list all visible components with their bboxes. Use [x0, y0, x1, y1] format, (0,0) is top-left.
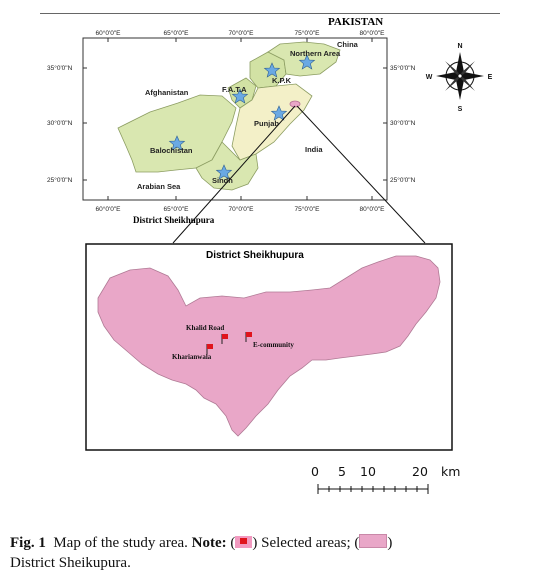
top-axis-label: 80°0'0"E	[360, 29, 386, 37]
flag-icon	[245, 332, 252, 342]
star-marker	[231, 88, 249, 104]
left-axis-label: 35°0'0"N	[47, 64, 73, 72]
site-label-e-community: E-community	[253, 341, 294, 349]
bottom-axis-label: 80°0'0"E	[360, 205, 386, 213]
compass-e: E	[488, 74, 493, 81]
connector-line	[296, 105, 426, 244]
left-axis-label: 30°0'0"N	[47, 119, 73, 127]
bottom-axis-label: 65°0'0"E	[164, 205, 190, 213]
right-axis-label: 30°0'0"N	[390, 119, 416, 127]
scale-tick-label: 10	[360, 464, 376, 479]
scale-tick-label: 5	[338, 464, 346, 479]
inset-title: District Sheikhupura	[206, 250, 304, 261]
balochistan-label: Balochistan	[150, 146, 193, 155]
flag-icon	[221, 334, 228, 344]
punjab-label: Punjab	[254, 119, 279, 128]
star-marker	[168, 135, 186, 151]
selected-area-flag-icon	[235, 536, 253, 548]
top-axis-label: 75°0'0"E	[295, 29, 321, 37]
star-marker	[270, 105, 288, 121]
district-swatch-icon	[359, 534, 388, 548]
right-axis-label: 35°0'0"N	[390, 64, 416, 72]
compass-s: S	[458, 106, 463, 113]
star-marker	[298, 54, 316, 70]
scale-tick-label: 20	[412, 464, 428, 479]
map-title: PAKISTAN	[328, 16, 383, 28]
northern-area-label: Northern Area	[290, 49, 341, 58]
kpk-label: K.P.K	[272, 76, 292, 85]
connector-line	[172, 105, 296, 244]
scale-bar	[317, 484, 429, 494]
arabian-sea-label: Arabian Sea	[137, 182, 181, 191]
scale-tick-label: 0	[311, 464, 319, 479]
district-sheikhupura-shape	[97, 255, 441, 437]
bottom-axis-label: 70°0'0"E	[229, 205, 255, 213]
caption-text: Map of the study area.	[53, 535, 188, 551]
caption-selected-text: ) Selected areas; (	[252, 535, 360, 551]
sindh-province	[195, 141, 259, 191]
district-marker	[289, 100, 301, 108]
bottom-axis-label: 60°0'0"E	[96, 205, 122, 213]
star-marker	[215, 164, 233, 180]
district-map-label: District Sheikhupura	[133, 215, 215, 225]
compass-rose	[436, 52, 484, 100]
scale-unit: km	[441, 464, 460, 479]
compass-w: W	[426, 74, 433, 81]
left-axis-label: 25°0'0"N	[47, 176, 73, 184]
site-label-khalid-road: Khalid Road	[186, 324, 224, 332]
top-rule	[40, 13, 500, 14]
fata-label: F.A.T.A	[222, 85, 247, 94]
study-area-map: PAKISTAN 60°0'0"E 65°0'0"E 70°0'0"E 75°0…	[47, 16, 493, 494]
right-axis-label: 25°0'0"N	[390, 176, 416, 184]
caption-fig-number: Fig. 1	[10, 535, 46, 551]
site-flags	[206, 332, 252, 354]
northern-area-region	[267, 41, 341, 77]
site-label-kharianwala: Kharianwala	[172, 353, 212, 361]
compass-n: N	[457, 43, 462, 50]
india-label: India	[305, 145, 323, 154]
top-axis-label: 70°0'0"E	[229, 29, 255, 37]
figure-caption: Fig. 1 Map of the study area. Note: () S…	[10, 534, 393, 571]
sindh-label: Sindh	[212, 176, 233, 185]
bottom-axis-label: 75°0'0"E	[295, 205, 321, 213]
caption-note-label: Note:	[191, 535, 227, 551]
caption-district-text: District Sheikupura.	[10, 555, 131, 571]
top-axis-label: 65°0'0"E	[164, 29, 190, 37]
china-label: China	[337, 40, 359, 49]
flag-icon	[206, 344, 213, 354]
top-axis-label: 60°0'0"E	[96, 29, 122, 37]
star-marker	[263, 62, 281, 78]
afghanistan-label: Afghanistan	[145, 88, 189, 97]
